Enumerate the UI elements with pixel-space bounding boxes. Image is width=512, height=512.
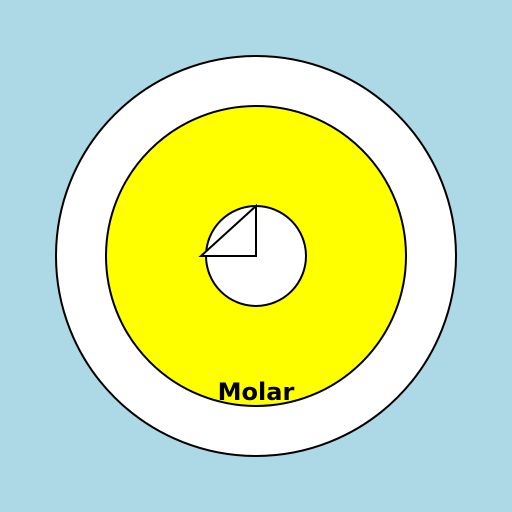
triangle-mark [198, 203, 257, 257]
diagram-label: Molar [218, 378, 295, 406]
